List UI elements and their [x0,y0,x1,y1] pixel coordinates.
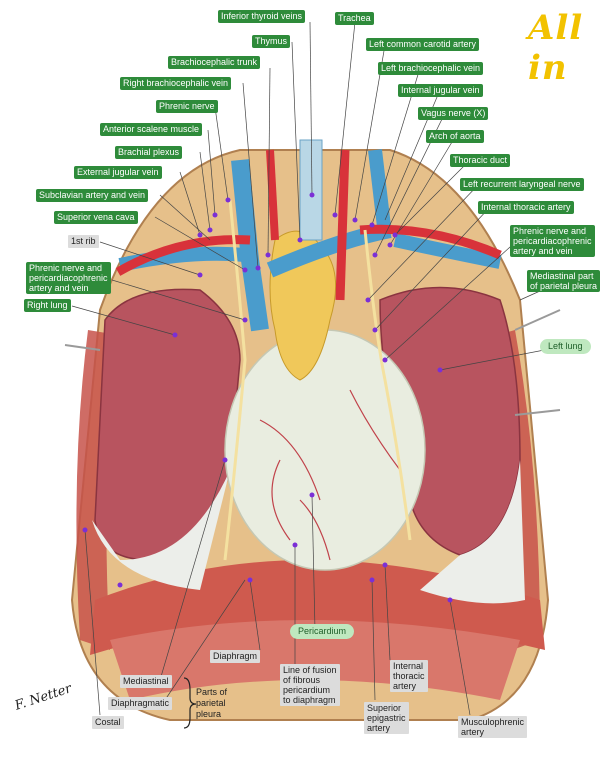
label-trachea: Trachea [335,12,374,25]
leader-lines [71,21,561,716]
label-line: Line of fusion [283,665,337,675]
label-mediastinal-parietal-pleura: Mediastinal part of parietal pleura [527,270,601,292]
label-line: Parts of [196,687,228,697]
label-subclavian-artery-vein: Subclavian artery and vein [36,189,149,202]
label-line: of fibrous [283,675,321,685]
label-pericardium: Pericardium [290,624,355,639]
pleura-brace [183,677,197,729]
label-line-of-fusion: Line of fusion of fibrous pericardium to… [280,664,340,706]
retractor-left-lower [514,409,561,416]
common-carotid-right [266,149,279,241]
label-right-brachiocephalic-vein: Right brachiocephalic vein [120,77,232,90]
label-parts-of-parietal-pleura: Parts of parietal pleura [196,687,227,720]
label-external-jugular-vein: External jugular vein [74,166,162,179]
label-line: pericardium [283,685,331,695]
retractor-left-upper [514,309,561,331]
label-line: Phrenic nerve and [29,263,103,273]
label-line: pericardiacophrenic [29,273,108,283]
label-line: Internal [393,661,424,671]
trachea [299,139,323,241]
label-superior-epigastric: Superior epigastric artery [364,702,409,734]
phrenic-nerve-left [363,229,412,541]
subclavian-vein-left [393,233,502,269]
label-line: parietal [196,698,226,708]
subclavian-artery-left [359,224,502,260]
label-line: artery and vein [29,283,89,293]
label-thoracic-duct: Thoracic duct [450,154,511,167]
label-first-rib: 1st rib [68,235,99,248]
label-mediastinal: Mediastinal [120,675,172,688]
label-line: Phrenic nerve and [513,226,587,236]
label-diaphragm: Diaphragm [210,650,261,663]
pericardium-heart [224,329,426,571]
corner-handwritten-note: All in [528,8,584,88]
label-left-brachiocephalic-vein: Left brachiocephalic vein [378,62,484,75]
label-phrenic-nerve: Phrenic nerve [156,100,218,113]
label-line: of parietal pleura [530,281,598,291]
label-musculophrenic: Musculophrenic artery [458,716,528,738]
internal-jugular-vein-left [368,149,392,236]
label-inferior-thyroid-veins: Inferior thyroid veins [218,10,306,23]
label-line: Musculophrenic [461,717,525,727]
label-arch-of-aorta: Arch of aorta [426,130,484,143]
pericardium-vessels [259,389,401,561]
label-phrenic-pericardiacophrenic-left: Phrenic nerve and pericardiacophrenic ar… [510,225,595,257]
label-costal: Costal [92,716,124,729]
label-line: thoracic [393,671,425,681]
label-anterior-scalene: Anterior scalene muscle [100,123,203,136]
label-superior-vena-cava: Superior vena cava [54,211,138,224]
label-brachiocephalic-trunk: Brachiocephalic trunk [168,56,261,69]
label-line: pleura [196,709,222,719]
label-vagus-nerve: Vagus nerve (X) [418,107,489,120]
pleura-left [420,460,525,604]
label-brachial-plexus: Brachial plexus [115,146,183,159]
label-line: artery [461,727,485,737]
label-line: to diaphragm [283,695,336,705]
label-internal-thoracic-artery: Internal thoracic artery [478,201,574,214]
label-line: Superior [367,703,402,713]
label-line: Mediastinal part [530,271,594,281]
label-line: artery and vein [513,246,573,256]
label-internal-thoracic-artery-lower: Internal thoracic artery [390,660,428,692]
common-carotid-left [335,149,350,301]
right-brachiocephalic-vein [231,159,269,332]
label-line: epigastric [367,713,406,723]
retractor-right [64,344,101,351]
label-line: artery [367,723,391,733]
label-left-recurrent-laryngeal: Left recurrent laryngeal nerve [460,178,584,191]
label-right-lung: Right lung [24,299,71,312]
label-line: artery [393,681,417,691]
phrenic-nerve-right [223,199,247,561]
label-left-common-carotid: Left common carotid artery [366,38,480,51]
pin-markers [82,192,453,603]
label-left-lung: Left lung [540,339,591,354]
label-internal-jugular-vein: Internal jugular vein [398,84,483,97]
label-diaphragmatic: Diaphragmatic [108,697,173,710]
label-line: pericardiacophrenic [513,236,592,246]
label-thymus: Thymus [252,35,291,48]
label-phrenic-pericardiacophrenic-right: Phrenic nerve and pericardiacophrenic ar… [26,262,111,294]
